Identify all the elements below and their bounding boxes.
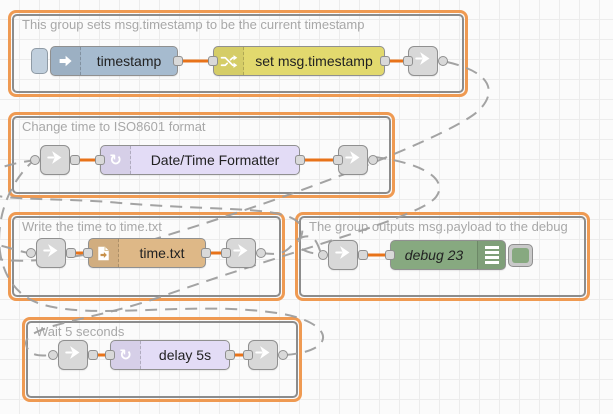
datetime-formatter-node[interactable]: ↻ Date/Time Formatter	[100, 145, 300, 175]
input-port[interactable]	[221, 248, 231, 258]
input-port[interactable]	[95, 155, 105, 165]
refresh-icon: ↻	[101, 146, 131, 174]
input-port[interactable]	[385, 250, 395, 260]
output-port[interactable]	[295, 155, 305, 165]
link-port[interactable]	[438, 56, 448, 66]
output-port[interactable]	[70, 155, 80, 165]
shuffle-icon	[214, 47, 244, 75]
node-label: set msg.timestamp	[244, 47, 384, 75]
output-port[interactable]	[66, 248, 76, 258]
input-port[interactable]	[403, 56, 413, 66]
debug-list-icon	[477, 241, 505, 269]
node-label: timestamp	[81, 47, 177, 75]
link-out-icon	[415, 50, 432, 72]
debug-toggle-button[interactable]	[508, 244, 533, 267]
output-port[interactable]	[225, 350, 235, 360]
link-port[interactable]	[256, 248, 266, 258]
link-port[interactable]	[368, 155, 378, 165]
link-port[interactable]	[26, 248, 36, 258]
link-in-node[interactable]	[40, 145, 70, 175]
output-port[interactable]	[201, 248, 211, 258]
output-port[interactable]	[358, 250, 368, 260]
input-port[interactable]	[243, 350, 253, 360]
link-out-icon	[255, 344, 272, 366]
inject-icon	[51, 47, 81, 75]
link-out-icon	[233, 242, 250, 264]
link-in-icon	[47, 149, 64, 171]
link-in-icon	[43, 242, 60, 264]
output-port[interactable]	[88, 350, 98, 360]
node-label: delay 5s	[141, 341, 229, 369]
input-port[interactable]	[83, 248, 93, 258]
link-in-node[interactable]	[58, 340, 88, 370]
link-port[interactable]	[318, 250, 328, 260]
output-port[interactable]	[380, 56, 390, 66]
link-in-node[interactable]	[328, 240, 358, 270]
inject-button[interactable]	[31, 48, 48, 74]
link-in-node[interactable]	[36, 238, 66, 268]
delay-node[interactable]: ↻ delay 5s	[110, 340, 230, 370]
debug-node[interactable]: debug 23	[390, 240, 506, 270]
file-node[interactable]: time.txt	[88, 238, 206, 268]
link-port[interactable]	[278, 350, 288, 360]
node-label: Date/Time Formatter	[131, 146, 299, 174]
node-label: time.txt	[119, 239, 205, 267]
output-port[interactable]	[173, 56, 183, 66]
node-label: debug 23	[391, 241, 477, 269]
change-node[interactable]: set msg.timestamp	[213, 46, 385, 76]
link-port[interactable]	[30, 155, 40, 165]
link-in-icon	[65, 344, 82, 366]
inject-node[interactable]: timestamp	[50, 46, 178, 76]
link-out-icon	[345, 149, 362, 171]
input-port[interactable]	[105, 350, 115, 360]
file-icon	[89, 239, 119, 267]
link-port[interactable]	[48, 350, 58, 360]
debug-toggle-inner	[512, 248, 529, 263]
input-port[interactable]	[333, 155, 343, 165]
refresh-icon: ↻	[111, 341, 141, 369]
input-port[interactable]	[208, 56, 218, 66]
link-in-icon	[335, 244, 352, 266]
